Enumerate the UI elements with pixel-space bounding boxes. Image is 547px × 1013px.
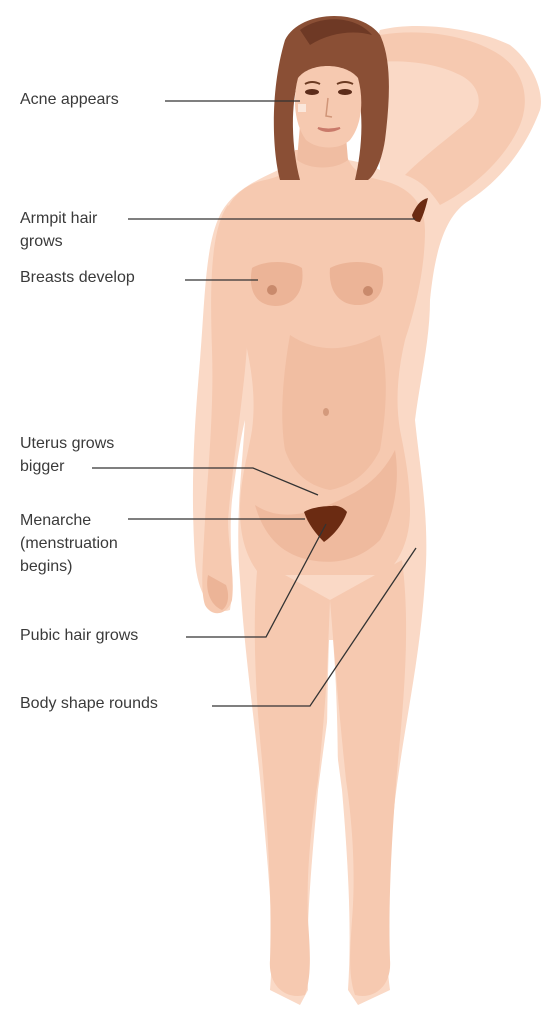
label-acne: Acne appears <box>20 88 119 111</box>
label-pubic-hair: Pubic hair grows <box>20 624 138 647</box>
label-armpit-hair: Armpit hair grows <box>20 207 97 253</box>
label-armpit-line-1: Armpit hair <box>20 207 97 230</box>
label-acne-line-1: Acne appears <box>20 88 119 111</box>
label-uterus-line-2: bigger <box>20 455 114 478</box>
label-menarche: Menarche (menstruation begins) <box>20 509 118 578</box>
label-body-shape: Body shape rounds <box>20 692 158 715</box>
label-uterus-line-1: Uterus grows <box>20 432 114 455</box>
label-uterus: Uterus grows bigger <box>20 432 114 478</box>
label-menarche-line-2: (menstruation <box>20 532 118 555</box>
label-body-line-1: Body shape rounds <box>20 692 158 715</box>
label-armpit-line-2: grows <box>20 230 97 253</box>
label-menarche-line-1: Menarche <box>20 509 118 532</box>
label-breasts-line-1: Breasts develop <box>20 266 135 289</box>
label-menarche-line-3: begins) <box>20 555 118 578</box>
label-breasts: Breasts develop <box>20 266 135 289</box>
face <box>295 66 361 148</box>
label-pubic-line-1: Pubic hair grows <box>20 624 138 647</box>
